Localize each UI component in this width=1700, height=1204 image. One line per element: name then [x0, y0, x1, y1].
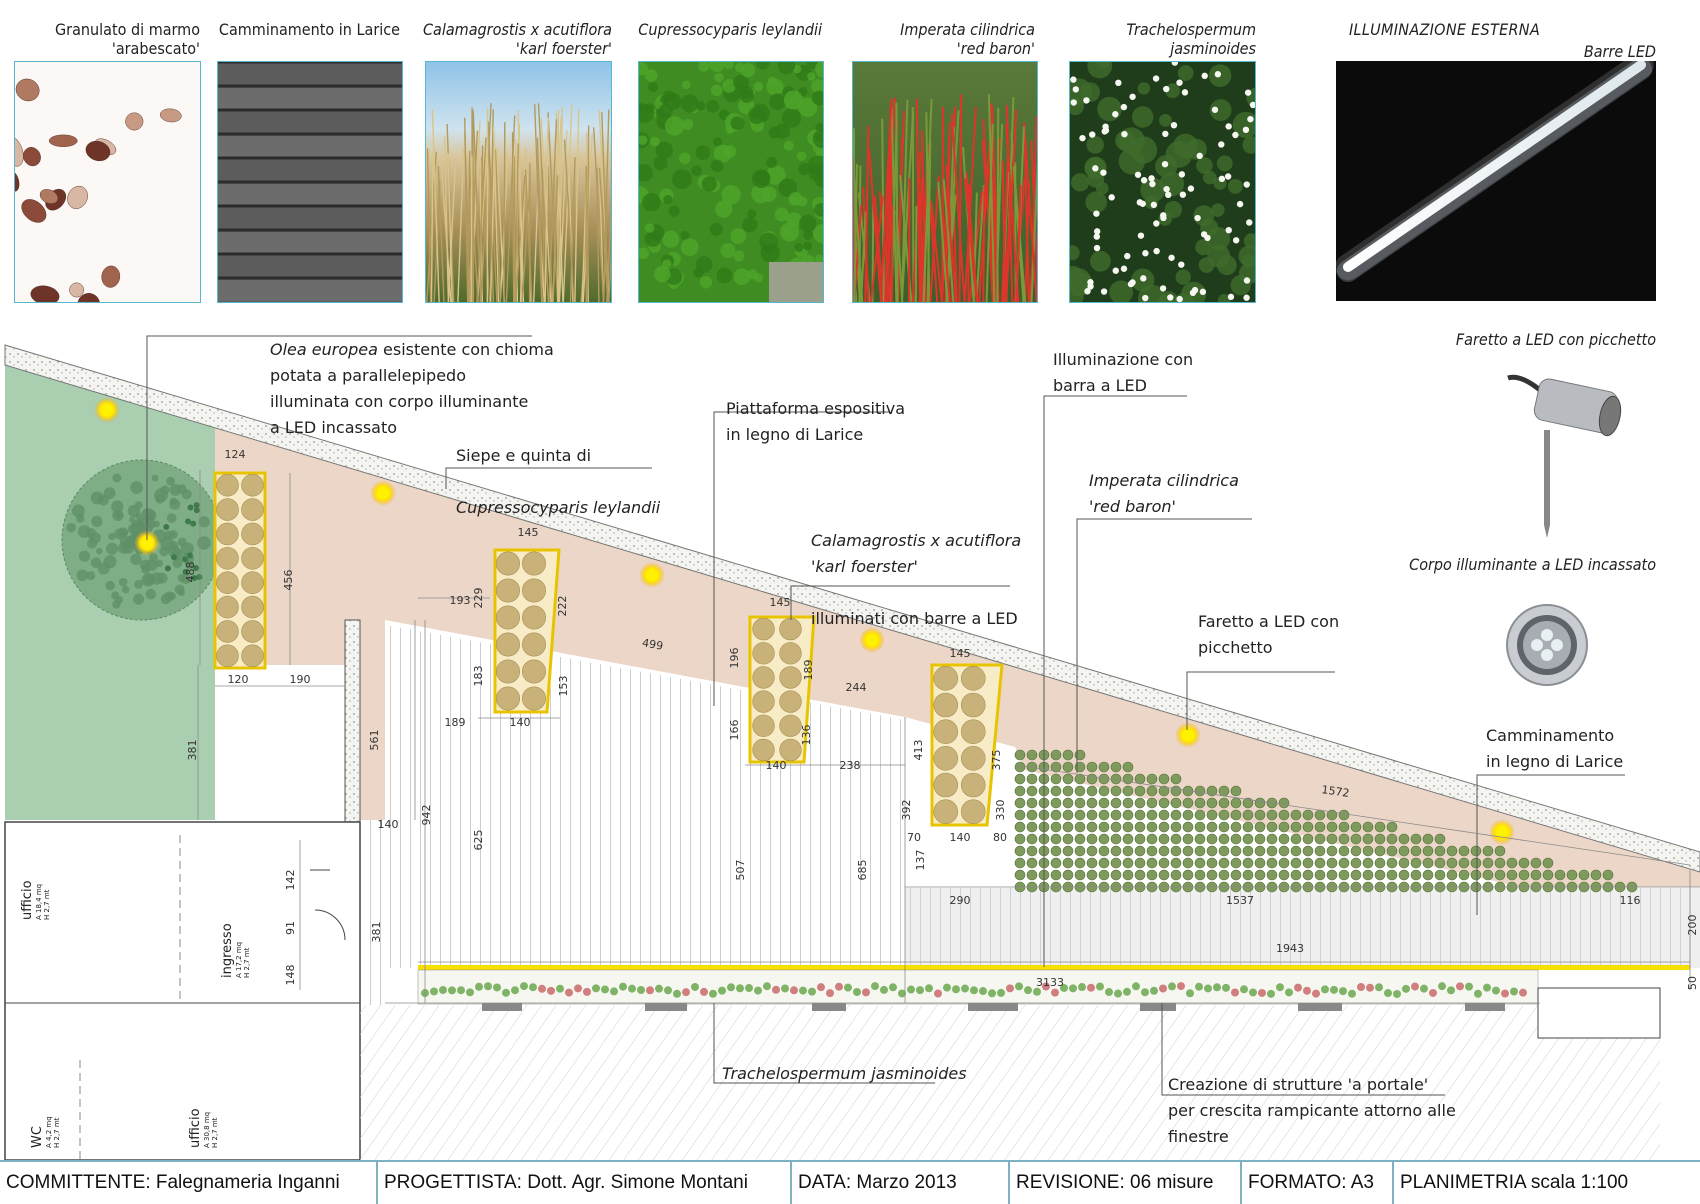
deck-west — [360, 820, 385, 1005]
dimension-label: 507 — [734, 860, 747, 881]
dimension-label: 488 — [184, 562, 197, 583]
callout-camminamento: Camminamento in legno di Larice — [1486, 723, 1646, 775]
dimension-label: 942 — [420, 805, 433, 826]
callout-olea-text: esistente con chioma — [378, 340, 554, 359]
dimension-label: 153 — [557, 676, 570, 697]
dimension-label: 222 — [556, 596, 569, 617]
room-area: A 4,2 mq — [45, 1116, 53, 1148]
room-height: H 2,7 mt — [243, 923, 251, 978]
callout-calamagrostis: Calamagrostis x acutiflora 'karl foerste… — [811, 502, 1041, 658]
dimension-label: 137 — [914, 850, 927, 871]
dimension-label: 70 — [907, 831, 921, 844]
footer-committente: COMMITTENTE: Falegnameria Inganni — [0, 1162, 378, 1204]
dimension-label: 116 — [1620, 894, 1641, 907]
room-area: A 17,2 mq — [235, 923, 243, 978]
planter-4 — [932, 665, 1002, 825]
room-height: H 2,7 mt — [53, 1116, 61, 1148]
dimension-label: 120 — [228, 673, 249, 686]
dimension-label: 381 — [370, 922, 383, 943]
planter-2 — [495, 550, 559, 712]
dimension-label: 193 — [450, 594, 471, 607]
led-spot-3 — [370, 480, 396, 506]
dimension-label: 238 — [840, 759, 861, 772]
dimension-label: 561 — [368, 730, 381, 751]
callout-trachelospermum: Trachelospermum jasminoides — [722, 1061, 972, 1087]
dimension-label: 625 — [472, 830, 485, 851]
dimension-label: 140 — [766, 759, 787, 772]
dimension-label: 140 — [510, 716, 531, 729]
dimension-label: 140 — [950, 831, 971, 844]
callout-calamagrostis-text: illuminati con barre a LED — [811, 606, 1041, 632]
dimension-label: 145 — [770, 596, 791, 609]
led-spot-7 — [1489, 819, 1515, 845]
room-height: H 2,7 mt — [43, 880, 51, 920]
callout-piattaforma: Piattaforma espositiva in legno di Laric… — [726, 396, 926, 448]
room-area: A 30,8 mq — [203, 1108, 211, 1148]
dimension-label: 183 — [472, 666, 485, 687]
callout-siepe: Siepe e quinta di Cupressocyparis leylan… — [456, 417, 666, 547]
planter-1 — [215, 473, 265, 668]
room-ingresso: ingresso A 17,2 mq H 2,7 mt — [220, 923, 251, 978]
dimension-label: 229 — [472, 588, 485, 609]
building — [5, 822, 360, 1160]
dimension-label: 3133 — [1036, 976, 1064, 989]
callout-illuminazione: Illuminazione con barra a LED — [1053, 347, 1223, 399]
dimension-label: 381 — [186, 740, 199, 761]
led-spot-4 — [639, 562, 665, 588]
title-block: COMMITTENTE: Falegnameria Inganni PROGET… — [0, 1160, 1700, 1204]
dimension-label: 80 — [993, 831, 1007, 844]
callout-calamagrostis-species: Calamagrostis x acutiflora 'karl foerste… — [811, 528, 1041, 580]
dimension-label: 136 — [800, 725, 813, 746]
dimension-label: 1537 — [1226, 894, 1254, 907]
dimension-label: 91 — [284, 921, 297, 935]
callout-siepe-line1: Siepe e quinta di — [456, 443, 666, 469]
exterior-box — [1538, 988, 1660, 1038]
footer-formato: FORMATO: A3 — [1242, 1162, 1394, 1204]
dimension-label: 200 — [1686, 915, 1699, 936]
callout-imperata: Imperata cilindrica 'red baron' — [1089, 468, 1269, 520]
dimension-label: 196 — [728, 648, 741, 669]
led-spot-6 — [1175, 722, 1201, 748]
dimension-label: 166 — [728, 720, 741, 741]
room-name: WC — [30, 1116, 45, 1148]
footer-planimetria: PLANIMETRIA scala 1:100 — [1394, 1162, 1700, 1204]
room-name: ufficio — [188, 1108, 203, 1148]
dimension-label: 50 — [1686, 976, 1699, 990]
dimension-label: 148 — [284, 965, 297, 986]
dimension-label: 244 — [846, 681, 867, 694]
dimension-label: 290 — [950, 894, 971, 907]
dimension-label: 685 — [856, 860, 869, 881]
room-ufficio-1: ufficio A 18,4 mq H 2,7 mt — [20, 880, 51, 920]
room-ufficio-2: ufficio A 30,8 mq H 2,7 mt — [188, 1108, 219, 1148]
callout-olea-species: Olea europea — [270, 340, 378, 359]
dimension-label: 140 — [378, 818, 399, 831]
room-area: A 18,4 mq — [35, 880, 43, 920]
low-wall — [345, 620, 360, 825]
callout-portale: Creazione di strutture 'a portale' per c… — [1168, 1072, 1488, 1150]
room-height: H 2,7 mt — [211, 1108, 219, 1148]
dimension-label: 189 — [802, 660, 815, 681]
footer-progettista: PROGETTISTA: Dott. Agr. Simone Montani — [378, 1162, 792, 1204]
room-name: ingresso — [220, 923, 235, 978]
dimension-label: 190 — [290, 673, 311, 686]
room-name: ufficio — [20, 880, 35, 920]
callout-siepe-line2: Cupressocyparis leylandii — [456, 495, 666, 521]
dimension-label: 1943 — [1276, 942, 1304, 955]
dimension-label: 189 — [445, 716, 466, 729]
footer-data: DATA: Marzo 2013 — [792, 1162, 1010, 1204]
led-strip — [418, 965, 1690, 970]
dimension-label: 330 — [994, 800, 1007, 821]
dimension-label: 375 — [990, 750, 1003, 771]
dimension-label: 456 — [282, 570, 295, 591]
led-spot-1 — [94, 397, 120, 423]
dimension-label: 124 — [225, 448, 246, 461]
dimension-label: 142 — [284, 870, 297, 891]
deck-band — [905, 888, 1700, 968]
callout-faretto: Faretto a LED con picchetto — [1198, 609, 1358, 661]
room-wc: WC A 4,2 mq H 2,7 mt — [30, 1116, 61, 1148]
dimension-label: 413 — [912, 740, 925, 761]
footer-revisione: REVISIONE: 06 misure — [1010, 1162, 1242, 1204]
dimension-label: 392 — [900, 800, 913, 821]
